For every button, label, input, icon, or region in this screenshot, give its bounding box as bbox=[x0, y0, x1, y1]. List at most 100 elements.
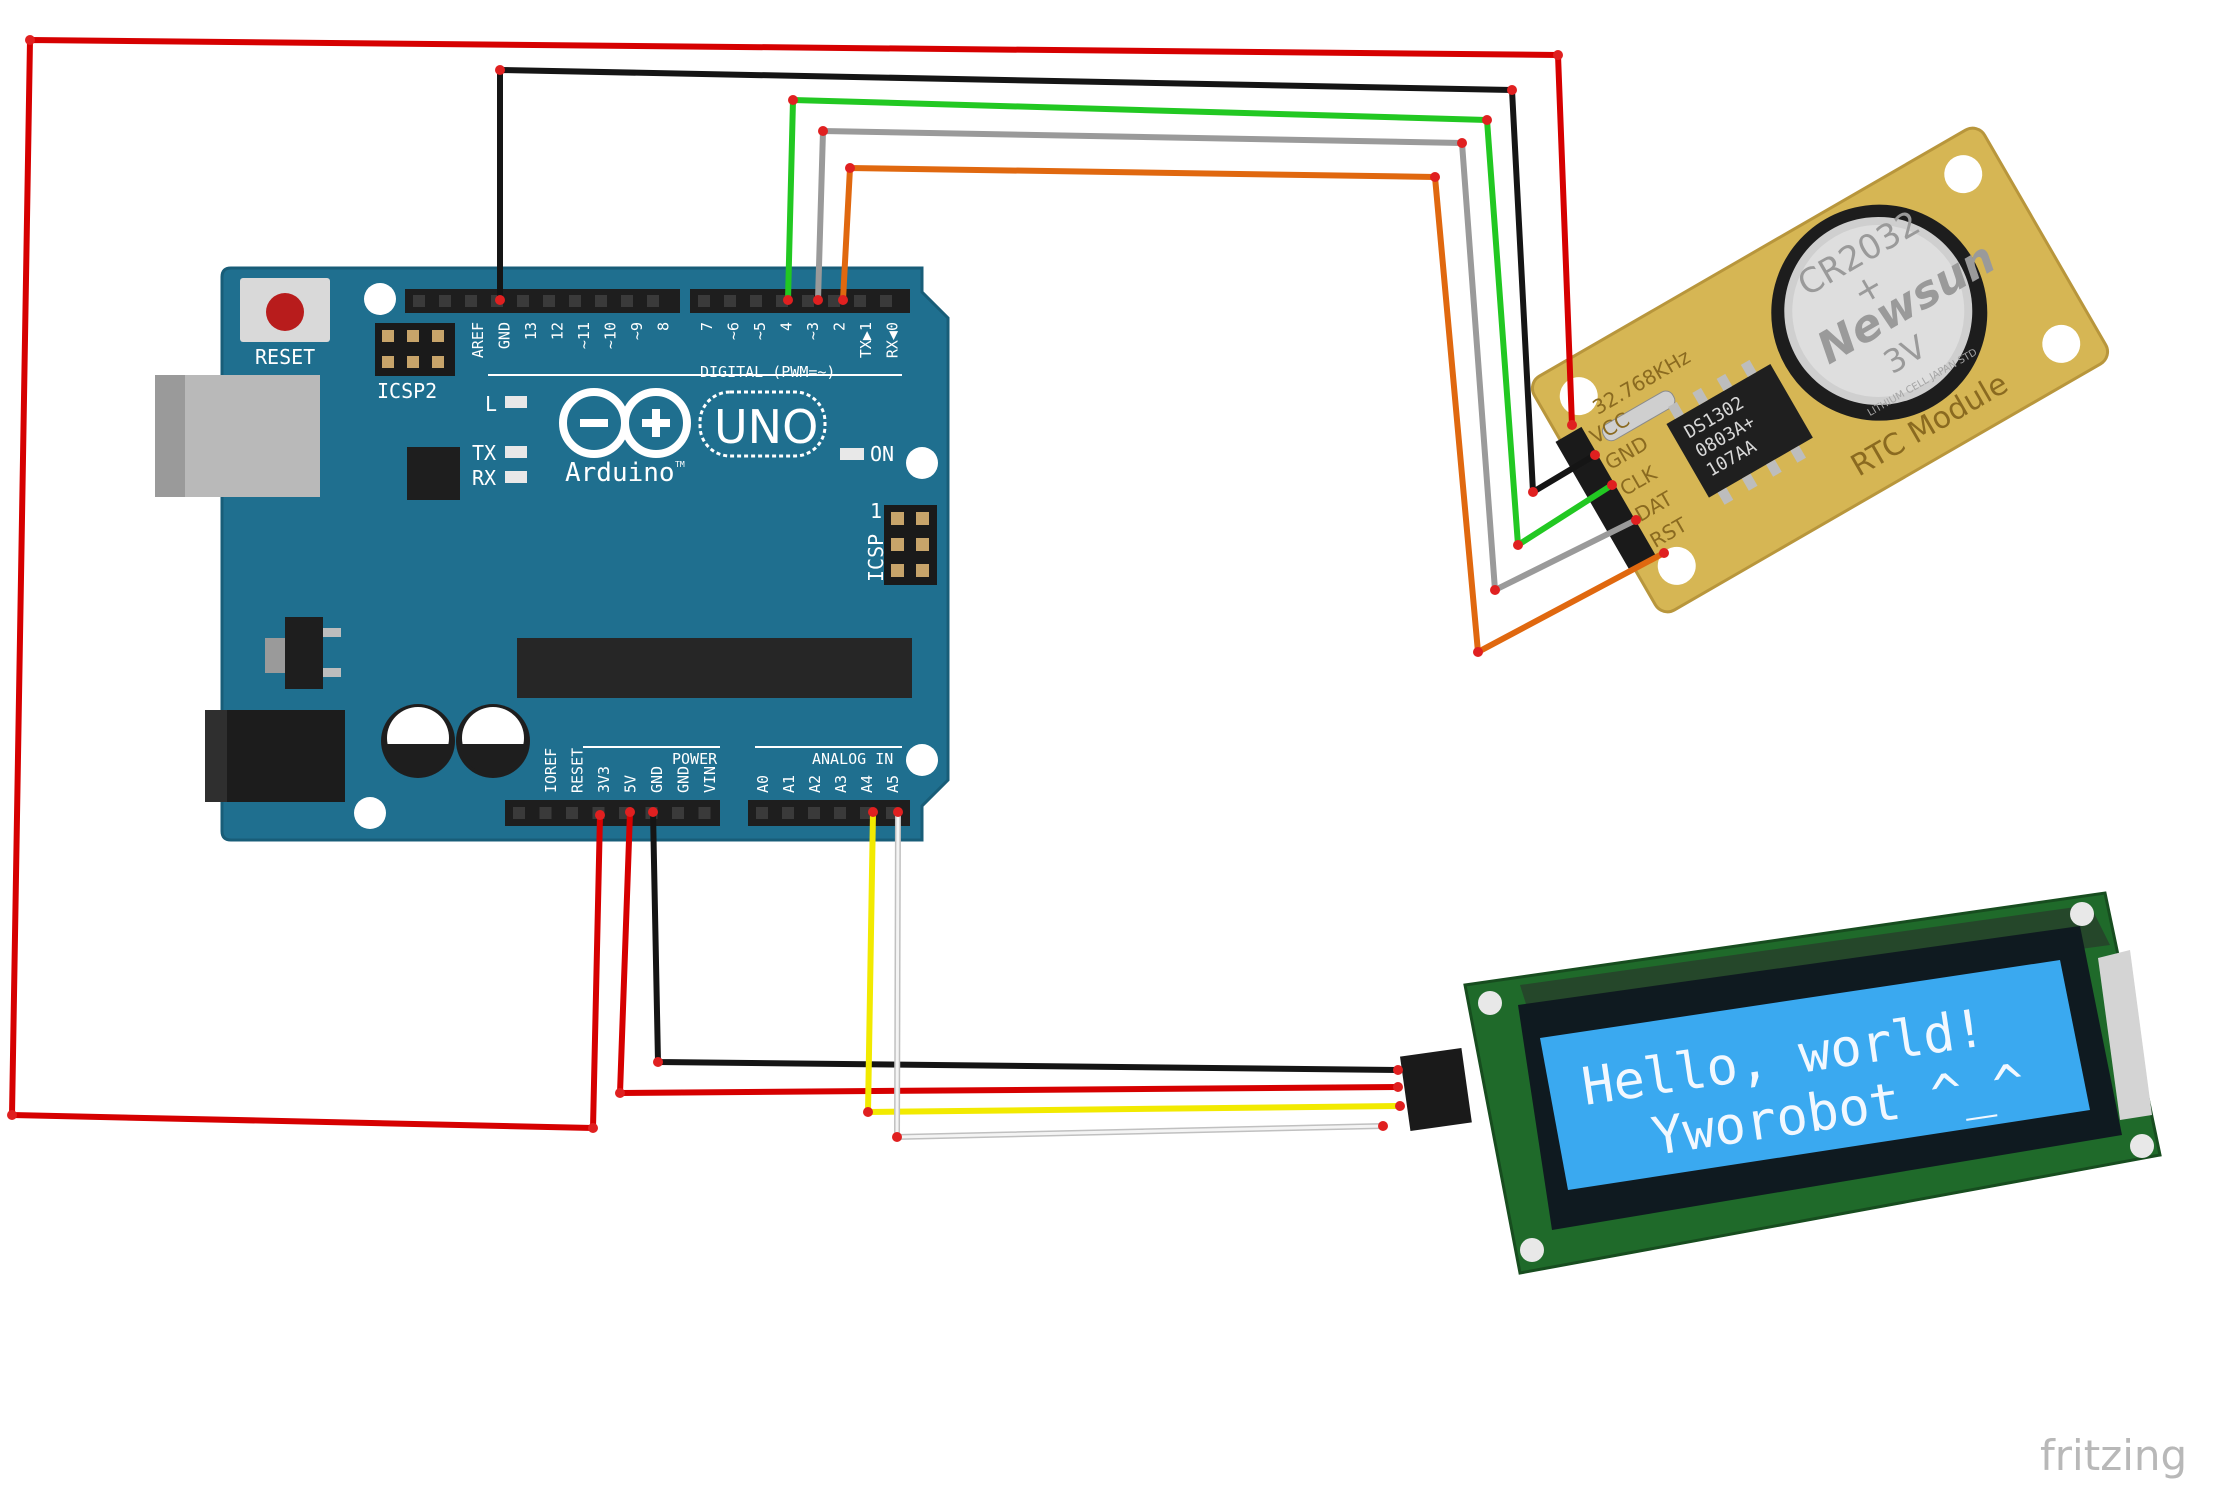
capacitor bbox=[456, 704, 530, 778]
pin-label: GND bbox=[648, 766, 666, 793]
dc-power-jack bbox=[205, 710, 345, 802]
icsp-pin1-label: 1 bbox=[870, 499, 882, 523]
pin-label: A0 bbox=[754, 775, 772, 793]
header-pin-hole bbox=[880, 295, 892, 307]
rtc-module: CR2032 + Newsun 3V LITHIUM CELL JAPAN ST… bbox=[1530, 126, 2110, 614]
pin-label: RESET bbox=[569, 748, 587, 793]
header-pin-hole bbox=[621, 295, 633, 307]
pin-label: VIN bbox=[701, 766, 719, 793]
header-pin-hole bbox=[413, 295, 425, 307]
mounting-hole bbox=[906, 744, 938, 776]
pin-label: 13 bbox=[522, 322, 540, 340]
capacitor bbox=[381, 704, 455, 778]
header-pin-hole bbox=[439, 295, 451, 307]
arduino-infinity-logo bbox=[559, 388, 691, 458]
mounting-hole bbox=[354, 797, 386, 829]
digital-header-2 bbox=[690, 289, 910, 313]
pin-label: ~5 bbox=[751, 322, 769, 340]
atmega328-chip bbox=[517, 638, 912, 698]
pin-label: 12 bbox=[549, 322, 567, 340]
wire-red-lcd-vcc bbox=[617, 809, 1401, 1096]
header-pin-hole bbox=[834, 807, 846, 819]
led-l-label: L bbox=[485, 392, 497, 416]
coin-cell-battery bbox=[1771, 204, 1988, 421]
on-label: ON bbox=[870, 442, 894, 466]
header-pin-hole bbox=[756, 807, 768, 819]
pin-label: A2 bbox=[806, 775, 824, 793]
voltage-regulator bbox=[265, 617, 341, 689]
header-pin-hole bbox=[595, 295, 607, 307]
header-pin-hole bbox=[539, 807, 552, 819]
crystal-oscillator bbox=[1601, 390, 1676, 442]
rtc-mounting-hole bbox=[1944, 155, 1983, 194]
header-pin-hole bbox=[698, 295, 710, 307]
pin-label: ~6 bbox=[725, 322, 743, 340]
reset-label: RESET bbox=[255, 345, 315, 369]
header-pin-hole bbox=[513, 807, 525, 819]
power-label: POWER bbox=[672, 750, 718, 768]
pin-label: ~11 bbox=[575, 322, 593, 349]
wire-endpoints bbox=[7, 35, 1669, 1142]
lcd-mounting-hole bbox=[2070, 902, 2094, 926]
header-pin-hole bbox=[672, 807, 684, 819]
pin-label: A3 bbox=[832, 775, 850, 793]
wire-black-lcd-gnd bbox=[650, 809, 1401, 1073]
pin-label: A4 bbox=[858, 775, 876, 793]
pin-label: 8 bbox=[655, 322, 673, 331]
header-pin-hole bbox=[465, 295, 477, 307]
pin-label: IOREF bbox=[542, 748, 560, 793]
lcd-mounting-hole bbox=[2130, 1134, 2154, 1158]
header-pin-hole bbox=[854, 295, 866, 307]
header-pin-hole bbox=[698, 807, 711, 819]
header-pin-hole bbox=[724, 295, 736, 307]
pin-label: 4 bbox=[778, 322, 796, 331]
uno-label: UNO bbox=[714, 400, 818, 454]
wire-orange-rtc-rst bbox=[840, 165, 1667, 655]
pin-label: GND bbox=[675, 766, 693, 793]
pin-label: ~10 bbox=[602, 322, 620, 349]
icsp-header bbox=[884, 505, 937, 585]
lcd-mounting-hole bbox=[1478, 991, 1502, 1015]
pin-label: 5V bbox=[622, 775, 640, 793]
digital-pwm-label: DIGITAL (PWM=~) bbox=[700, 363, 835, 381]
trademark: TM bbox=[675, 460, 685, 469]
fritzing-brand: fritzing bbox=[2040, 1431, 2187, 1480]
lcd-i2c-module: Hello, world! Yworobot ^_^ bbox=[1400, 891, 2162, 1275]
reset-button[interactable] bbox=[240, 278, 330, 342]
header-pin-hole bbox=[782, 807, 794, 819]
power-header bbox=[505, 800, 720, 826]
header-pin-hole bbox=[517, 295, 529, 307]
icsp2-label: ICSP2 bbox=[377, 379, 437, 403]
icsp-label: ICSP bbox=[864, 534, 888, 582]
header-pin-hole bbox=[566, 807, 578, 819]
top-pin-holes bbox=[413, 295, 892, 307]
pin-label: 7 bbox=[698, 322, 716, 331]
mounting-hole bbox=[906, 447, 938, 479]
analog-header bbox=[748, 800, 910, 826]
led-tx bbox=[505, 446, 527, 458]
led-rx-label: RX bbox=[472, 466, 496, 490]
header-pin-hole bbox=[802, 295, 814, 307]
header-pin-hole bbox=[750, 295, 762, 307]
lcd-mounting-hole bbox=[1520, 1238, 1544, 1262]
led-l bbox=[505, 396, 527, 408]
analog-in-label: ANALOG IN bbox=[812, 750, 893, 768]
ds1302-chip bbox=[1666, 359, 1813, 505]
pin-label: TX▶1 bbox=[857, 322, 875, 358]
atmega-small-chip bbox=[407, 447, 460, 500]
led-rx bbox=[505, 471, 527, 483]
uno-badge bbox=[698, 390, 827, 458]
led-tx-label: TX bbox=[472, 441, 496, 465]
rtc-mounting-hole bbox=[2042, 324, 2081, 363]
wire-red-rtc-vcc bbox=[9, 37, 1575, 1131]
led-on bbox=[840, 448, 864, 460]
lcd-i2c-connector bbox=[1400, 1048, 1472, 1131]
mounting-hole bbox=[364, 283, 396, 315]
arduino-brand: Arduino bbox=[565, 458, 675, 488]
header-pin-hole bbox=[569, 295, 581, 307]
header-pin-hole bbox=[647, 295, 659, 307]
